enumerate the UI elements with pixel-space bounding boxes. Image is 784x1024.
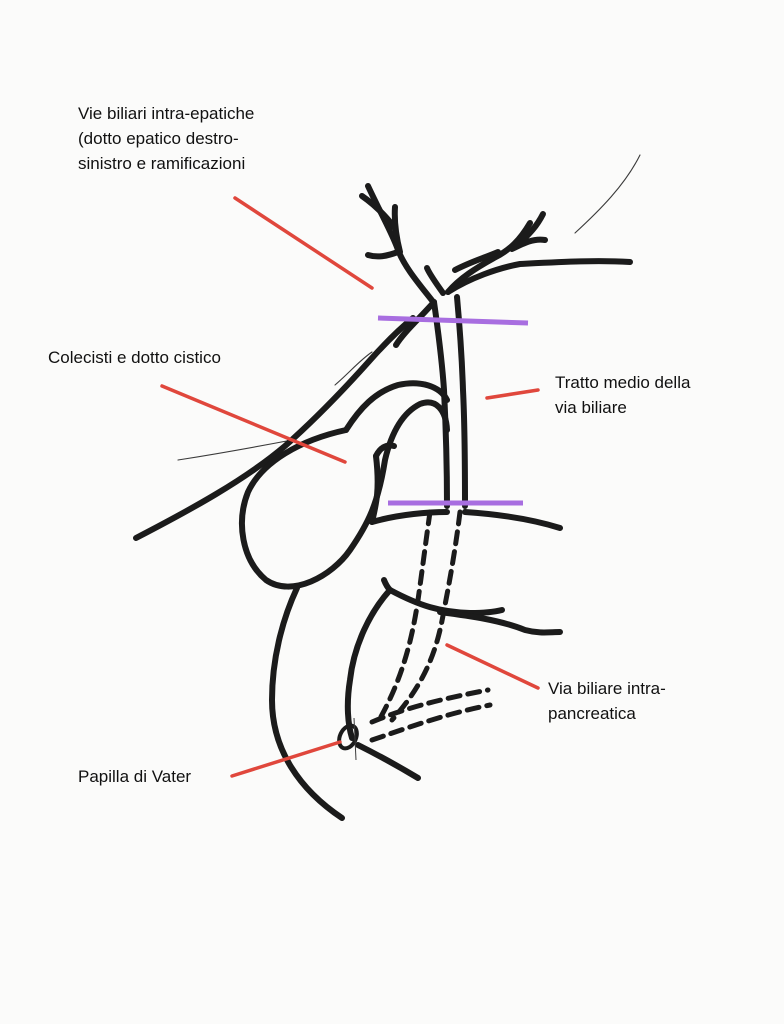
label-middle-tract: Tratto medio della via biliare xyxy=(555,370,690,420)
pointer-gallbladder xyxy=(160,384,347,464)
label-line: Papilla di Vater xyxy=(78,767,192,786)
label-intrapancreatic: Via biliare intra- pancreatica xyxy=(548,676,666,726)
common-bile-duct xyxy=(393,294,468,509)
gallbladder xyxy=(133,315,450,590)
liver-outline xyxy=(177,154,641,461)
segment-boundaries xyxy=(377,315,529,506)
label-line: sinistro e ramificazioni xyxy=(78,154,246,173)
label-line: via biliare xyxy=(555,398,627,417)
label-line: Colecisti e dotto cistico xyxy=(48,348,221,367)
upper-boundary xyxy=(377,315,529,326)
pointer-intrahepatic xyxy=(233,196,374,290)
intrapancreatic-duct xyxy=(369,509,493,743)
label-line: Via biliare intra- xyxy=(548,679,666,698)
label-line: Tratto medio della xyxy=(555,373,691,392)
pointer-lines xyxy=(160,196,540,778)
label-line: (dotto epatico destro- xyxy=(78,129,239,148)
label-papilla: Papilla di Vater xyxy=(78,764,191,789)
label-line: Vie biliari intra-epatiche xyxy=(78,104,255,123)
pointer-papilla xyxy=(230,740,342,778)
intrahepatic-ducts xyxy=(359,183,633,306)
label-line: pancreatica xyxy=(548,704,636,723)
pointer-middle-tract xyxy=(485,388,540,400)
label-gallbladder: Colecisti e dotto cistico xyxy=(48,345,221,370)
label-intrahepatic-ducts: Vie biliari intra-epatiche (dotto epatic… xyxy=(78,101,254,176)
papilla xyxy=(337,717,359,761)
duodenum xyxy=(269,509,563,821)
pointer-intrapancreatic xyxy=(445,643,540,690)
